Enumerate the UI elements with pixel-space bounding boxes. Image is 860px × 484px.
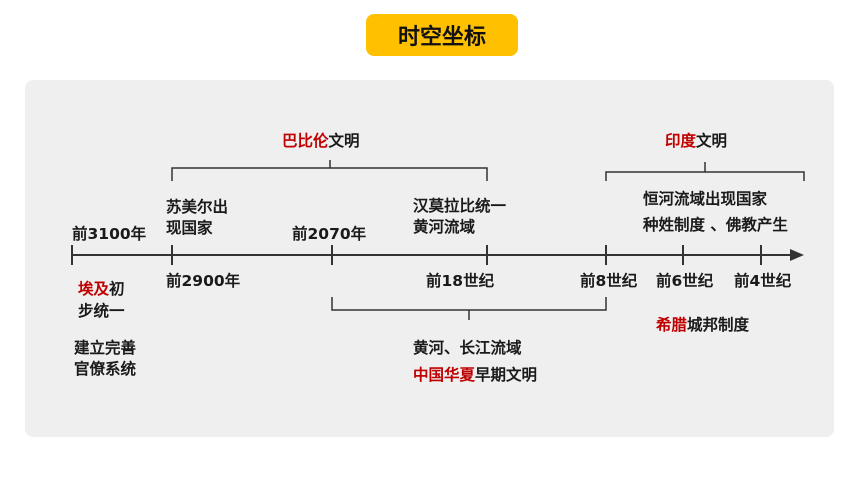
egypt-highlight: 埃及	[78, 280, 110, 298]
egypt-line1: 埃及初	[78, 278, 125, 300]
egypt-line2: 步统一	[78, 302, 125, 320]
date-18c: 前18世纪	[426, 272, 495, 290]
india-highlight: 印度	[665, 132, 697, 150]
hammurabi-line2: 黄河流域	[413, 218, 476, 236]
china-highlight: 中国华夏	[413, 366, 476, 384]
date-6c: 前6世纪	[656, 272, 714, 290]
babylon-rest: 文明	[328, 132, 360, 150]
china-line1: 黄河、长江流域	[413, 339, 522, 357]
title-badge: 时空坐标	[366, 14, 518, 56]
date-8c: 前8世纪	[580, 272, 638, 290]
hammurabi-line1: 汉莫拉比统一	[413, 197, 507, 215]
china-line2: 中国华夏早期文明	[413, 364, 537, 386]
egypt-rest: 初	[109, 280, 125, 298]
ganges-line1: 恒河流域出现国家	[643, 190, 768, 208]
ganges-line2: 种姓制度 、佛教产生	[643, 216, 788, 234]
egypt-line3: 建立完善	[74, 339, 137, 357]
babylon-bracket	[171, 167, 488, 181]
sumer-line2: 现国家	[166, 219, 213, 237]
china-rest: 早期文明	[475, 366, 538, 384]
india-rest: 文明	[696, 132, 728, 150]
china-bracket	[331, 297, 607, 311]
timeline-arrow-icon	[790, 249, 804, 261]
timeline-panel	[25, 80, 834, 437]
india-label: 印度文明	[665, 130, 727, 152]
sumer-line1: 苏美尔出	[166, 198, 229, 216]
greece-highlight: 希腊	[656, 316, 688, 334]
india-bracket	[605, 171, 805, 181]
date-3100: 前3100年	[72, 225, 147, 243]
babylon-label: 巴比伦文明	[282, 130, 360, 152]
date-4c: 前4世纪	[734, 272, 792, 290]
greece-label: 希腊城邦制度	[656, 314, 749, 336]
date-2070: 前2070年	[292, 225, 367, 243]
babylon-highlight: 巴比伦	[282, 132, 329, 150]
date-2900: 前2900年	[166, 272, 241, 290]
greece-rest: 城邦制度	[687, 316, 750, 334]
egypt-line4: 官僚系统	[74, 360, 137, 378]
